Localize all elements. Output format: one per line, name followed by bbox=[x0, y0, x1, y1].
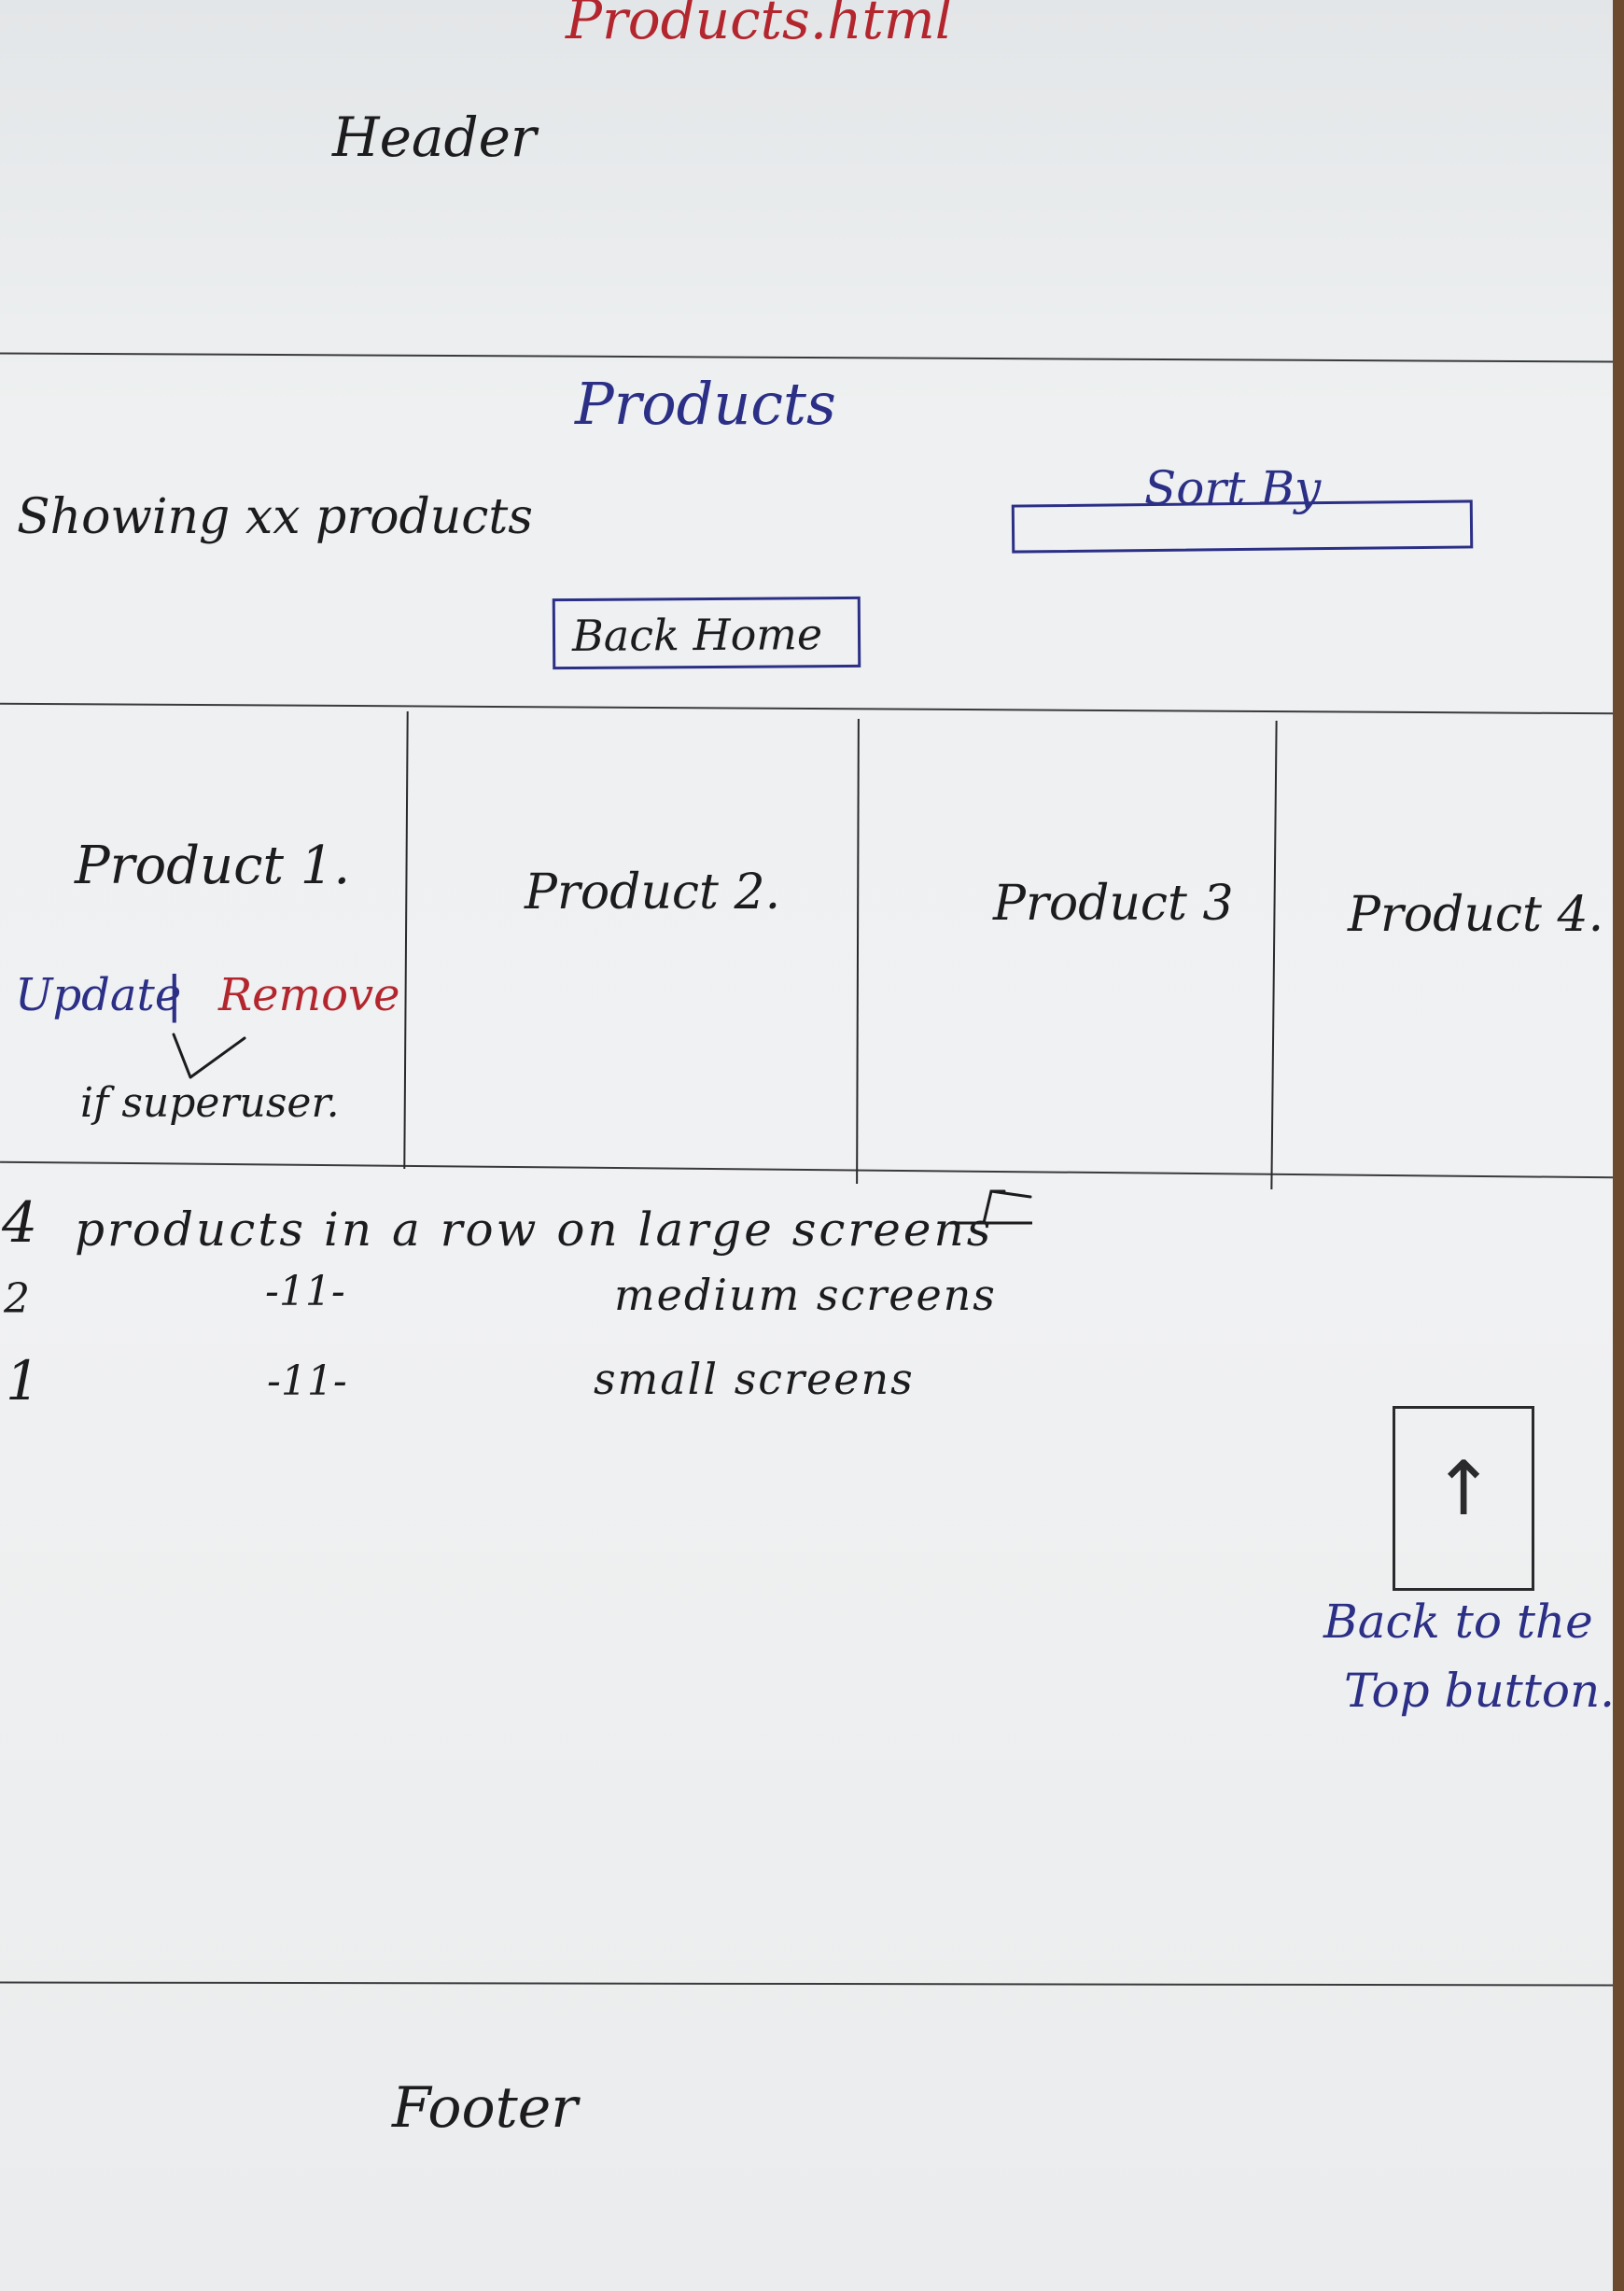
product-name: Product 3 bbox=[993, 876, 1234, 932]
action-separator: | bbox=[166, 967, 183, 1023]
up-arrow-icon bbox=[950, 1189, 1032, 1225]
footer-divider bbox=[0, 1981, 1613, 1987]
header-label: Header bbox=[332, 105, 537, 169]
layout-note-text: small screens bbox=[594, 1354, 915, 1404]
product-card[interactable]: Product 1. bbox=[0, 711, 405, 1178]
superuser-note: if superuser. bbox=[80, 1079, 340, 1127]
layout-note-count: 2 bbox=[4, 1275, 30, 1323]
layout-note-text: products in a row on large screens bbox=[75, 1202, 994, 1257]
layout-note-count: 1 bbox=[6, 1349, 40, 1413]
up-arrow-icon: ↑ bbox=[1432, 1445, 1495, 1532]
product-name: Product 4. bbox=[1348, 887, 1604, 943]
product-card[interactable]: Product 2. bbox=[407, 711, 857, 1178]
layout-note-ditto: -11- bbox=[265, 1268, 345, 1315]
layout-note-ditto: -11- bbox=[267, 1357, 347, 1405]
product-name: Product 2. bbox=[525, 864, 781, 921]
page-title: Products bbox=[575, 370, 836, 438]
remove-link[interactable]: Remove bbox=[218, 969, 400, 1021]
header-divider bbox=[0, 352, 1613, 363]
check-mark-icon bbox=[172, 1033, 246, 1079]
sort-by-select[interactable] bbox=[1011, 499, 1474, 554]
layout-note-text: medium screens bbox=[614, 1270, 997, 1320]
product-count-text: Showing xx products bbox=[17, 489, 533, 545]
back-home-label: Back Home bbox=[571, 609, 823, 662]
file-title: Products.html bbox=[566, 0, 953, 51]
back-to-top-caption: Back to the bbox=[1323, 1595, 1593, 1649]
sort-by-label: Sort By bbox=[1144, 461, 1322, 515]
update-link[interactable]: Update bbox=[15, 969, 182, 1021]
product-card[interactable]: Product 3 bbox=[859, 711, 1273, 1178]
product-card[interactable]: Product 4. bbox=[1275, 711, 1613, 1178]
layout-note-count: 4 bbox=[2, 1190, 38, 1256]
footer-label: Footer bbox=[392, 2075, 578, 2141]
back-to-top-button[interactable]: ↑ bbox=[1393, 1406, 1534, 1591]
back-home-button[interactable]: Back Home bbox=[552, 596, 861, 670]
back-to-top-caption: Top button. bbox=[1344, 1664, 1613, 1718]
product-name: Product 1. bbox=[75, 836, 351, 896]
